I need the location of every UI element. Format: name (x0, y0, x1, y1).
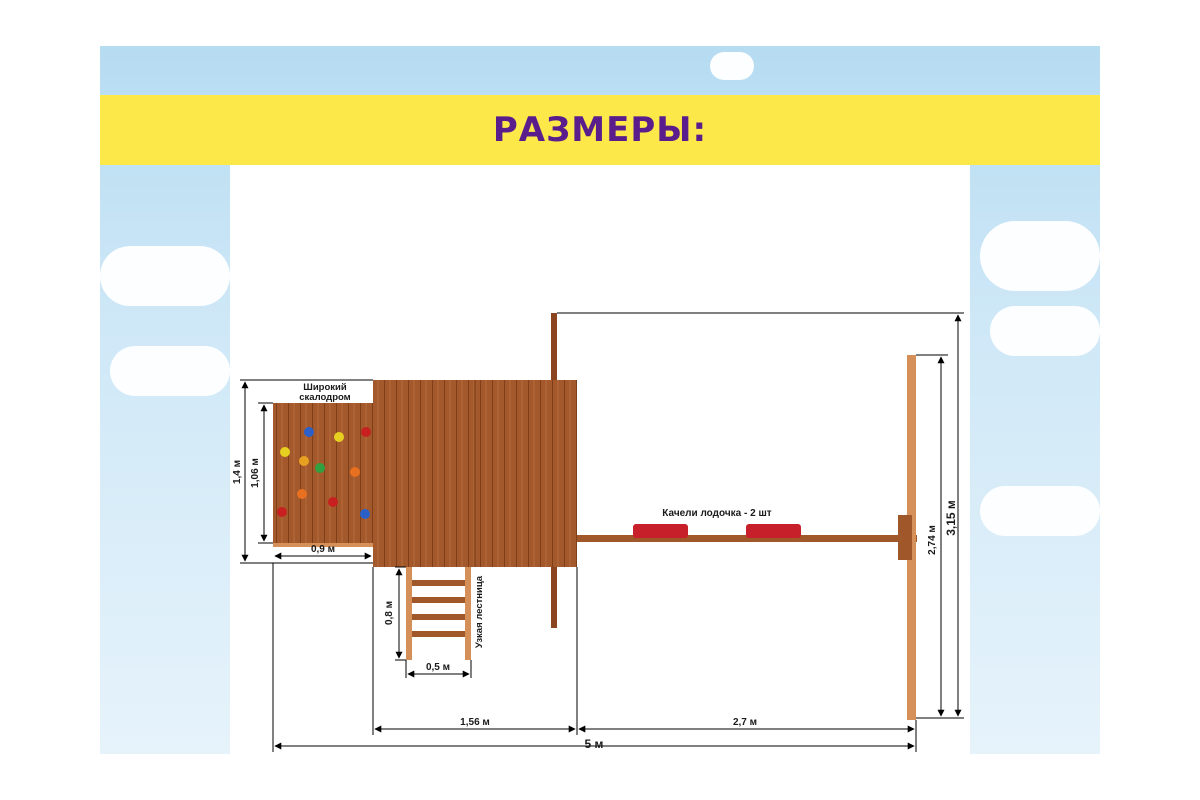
playground-dimension-diagram: Широкий скалодром 1,4 м 1,06 м 0,9 м Узк… (232, 312, 964, 752)
wall-base (273, 543, 373, 547)
dim-label-total-height: 3,15 м (944, 500, 958, 536)
hold-icon (334, 432, 344, 442)
swing-frame-brace (898, 515, 912, 560)
cloud-right-3 (980, 486, 1100, 536)
hold-icon (328, 497, 338, 507)
hold-icon (299, 456, 309, 466)
hold-icon (280, 447, 290, 457)
page-title: РАЗМЕРЫ: (492, 110, 708, 150)
dim-ladder-height: 0,8 м (384, 566, 406, 661)
dim-label-wall-width: 0,9 м (311, 544, 335, 555)
hold-icon (360, 509, 370, 519)
diagram-panel: Широкий скалодром 1,4 м 1,06 м 0,9 м Узк… (230, 165, 970, 754)
hold-icon (350, 467, 360, 477)
hold-icon (361, 427, 371, 437)
dim-label-wall-outer: 1,4 м (232, 460, 243, 484)
ladder (406, 567, 471, 660)
dim-label-ladder-width: 0,5 м (426, 662, 450, 673)
dim-label-total-length: 5 м (585, 737, 604, 751)
title-bar: РАЗМЕРЫ: (100, 95, 1100, 165)
boat-swing-2 (746, 524, 801, 538)
tower-seam (474, 380, 476, 567)
dim-ladder-width: 0,5 м (405, 660, 472, 678)
ladder-label: Узкая лестница (474, 575, 485, 648)
dim-label-ladder-height: 0,8 м (384, 601, 395, 625)
ladder-rung (412, 597, 465, 603)
hold-icon (297, 489, 307, 499)
dim-label-beam-length: 2,7 м (733, 717, 757, 728)
hold-icon (277, 507, 287, 517)
wall-label-line1: Широкий (303, 382, 347, 393)
dim-bottom-row: 1,56 м 2,7 м 5 м (272, 563, 917, 752)
ladder-rail-right (465, 567, 471, 660)
swing-beam (577, 535, 917, 542)
swing-set (577, 355, 917, 720)
hold-icon (304, 427, 314, 437)
cloud-left-2 (110, 346, 230, 396)
tower (373, 313, 577, 628)
dim-label-platform-width: 1,56 м (460, 717, 490, 728)
wall-label: Широкий скалодром (246, 379, 373, 403)
ladder-rail-left (406, 567, 412, 660)
dim-label-swing-height: 2,74 м (927, 525, 938, 555)
ladder-rung (412, 631, 465, 637)
cloud-right-2 (990, 306, 1100, 356)
hold-icon (315, 463, 325, 473)
dim-wall-width: 0,9 м (274, 544, 372, 560)
ladder-rung (412, 614, 465, 620)
dim-label-wall-inner: 1,06 м (250, 458, 261, 488)
cloud-right-1 (980, 221, 1100, 291)
dim-right-heights: 2,74 м 3,15 м (557, 312, 964, 719)
dim-wall-outer-height: 1,4 м (232, 379, 373, 564)
cloud-top (710, 52, 754, 80)
boat-swing-1 (633, 524, 688, 538)
dim-wall-inner-height: 1,06 м (250, 402, 273, 544)
swings-label: Качели лодочка - 2 шт (662, 508, 772, 519)
climbing-wall (273, 403, 373, 547)
wall-label-line2: скалодром (299, 392, 350, 403)
climbing-holds (277, 427, 371, 519)
cloud-left-1 (100, 246, 230, 306)
ladder-rung (412, 580, 465, 586)
